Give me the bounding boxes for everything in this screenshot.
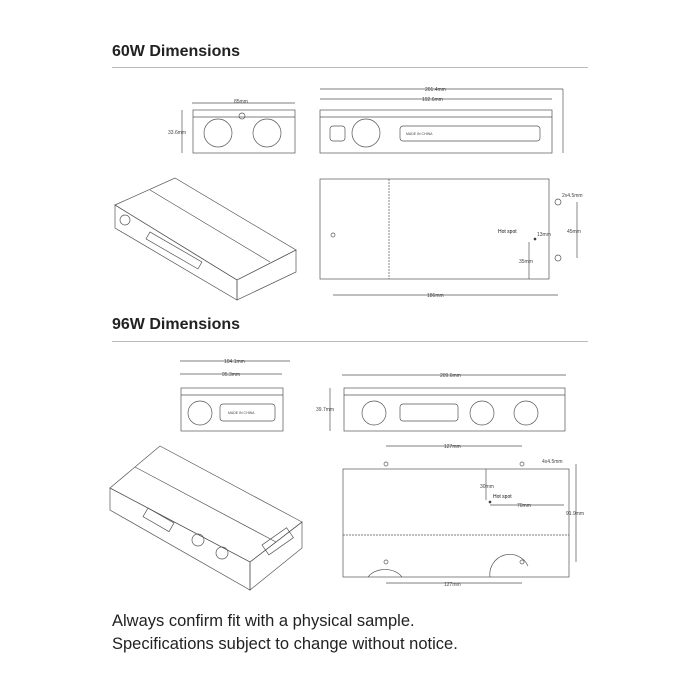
svg-text:2x4.5mm: 2x4.5mm xyxy=(562,193,583,199)
drawing-60w-end-view: 85mm 33.6mm xyxy=(168,99,296,154)
svg-text:Hot spot: Hot spot xyxy=(498,229,517,235)
svg-text:39.7mm: 39.7mm xyxy=(316,407,334,413)
drawing-60w-isometric xyxy=(114,177,297,301)
svg-text:192.6mm: 192.6mm xyxy=(422,97,443,103)
note-specifications: Specifications subject to change without… xyxy=(112,635,458,653)
divider xyxy=(112,341,588,342)
svg-text:33.6mm: 33.6mm xyxy=(168,130,186,136)
svg-text:127mm: 127mm xyxy=(444,444,461,450)
svg-text:4x4.5mm: 4x4.5mm xyxy=(542,459,563,465)
svg-text:MADE IN CHINA: MADE IN CHINA xyxy=(228,411,255,415)
svg-text:209.6mm: 209.6mm xyxy=(440,373,461,379)
drawing-96w-top-view: 127mm 4x4.5mm 30mm Hot spot 70mm 91.9mm … xyxy=(342,444,584,588)
svg-text:186mm: 186mm xyxy=(427,293,444,299)
drawing-60w-top-view: 2x4.5mm 45mm Hot spot 13mm 35mm 186mm xyxy=(319,178,583,299)
svg-text:13mm: 13mm xyxy=(537,232,551,238)
svg-text:45mm: 45mm xyxy=(567,229,581,235)
svg-text:MADE IN CHINA: MADE IN CHINA xyxy=(406,132,433,136)
svg-text:95.3mm: 95.3mm xyxy=(222,372,240,378)
drawing-60w-side-view: 201.4mm 192.6mm MADE IN CHINA xyxy=(319,87,564,154)
svg-text:35mm: 35mm xyxy=(519,259,533,265)
svg-text:127mm: 127mm xyxy=(444,582,461,588)
svg-text:201.4mm: 201.4mm xyxy=(425,87,446,93)
drawing-96w-isometric xyxy=(109,445,303,591)
divider xyxy=(112,67,588,68)
drawing-96w-side-view: 209.6mm 39.7mm xyxy=(316,373,566,432)
svg-text:30mm: 30mm xyxy=(480,484,494,490)
svg-text:Hot spot: Hot spot xyxy=(493,494,512,500)
section-title-60w: 60W Dimensions xyxy=(112,43,241,60)
note-confirm-fit: Always confirm fit with a physical sampl… xyxy=(112,612,415,630)
svg-text:85mm: 85mm xyxy=(234,99,248,105)
drawing-96w-end-view: 104.1mm 95.3mm MADE IN CHINA xyxy=(180,359,290,432)
svg-text:91.9mm: 91.9mm xyxy=(566,511,584,517)
svg-text:70mm: 70mm xyxy=(517,503,531,509)
svg-text:104.1mm: 104.1mm xyxy=(224,359,245,365)
section-title-96w: 96W Dimensions xyxy=(112,316,241,333)
